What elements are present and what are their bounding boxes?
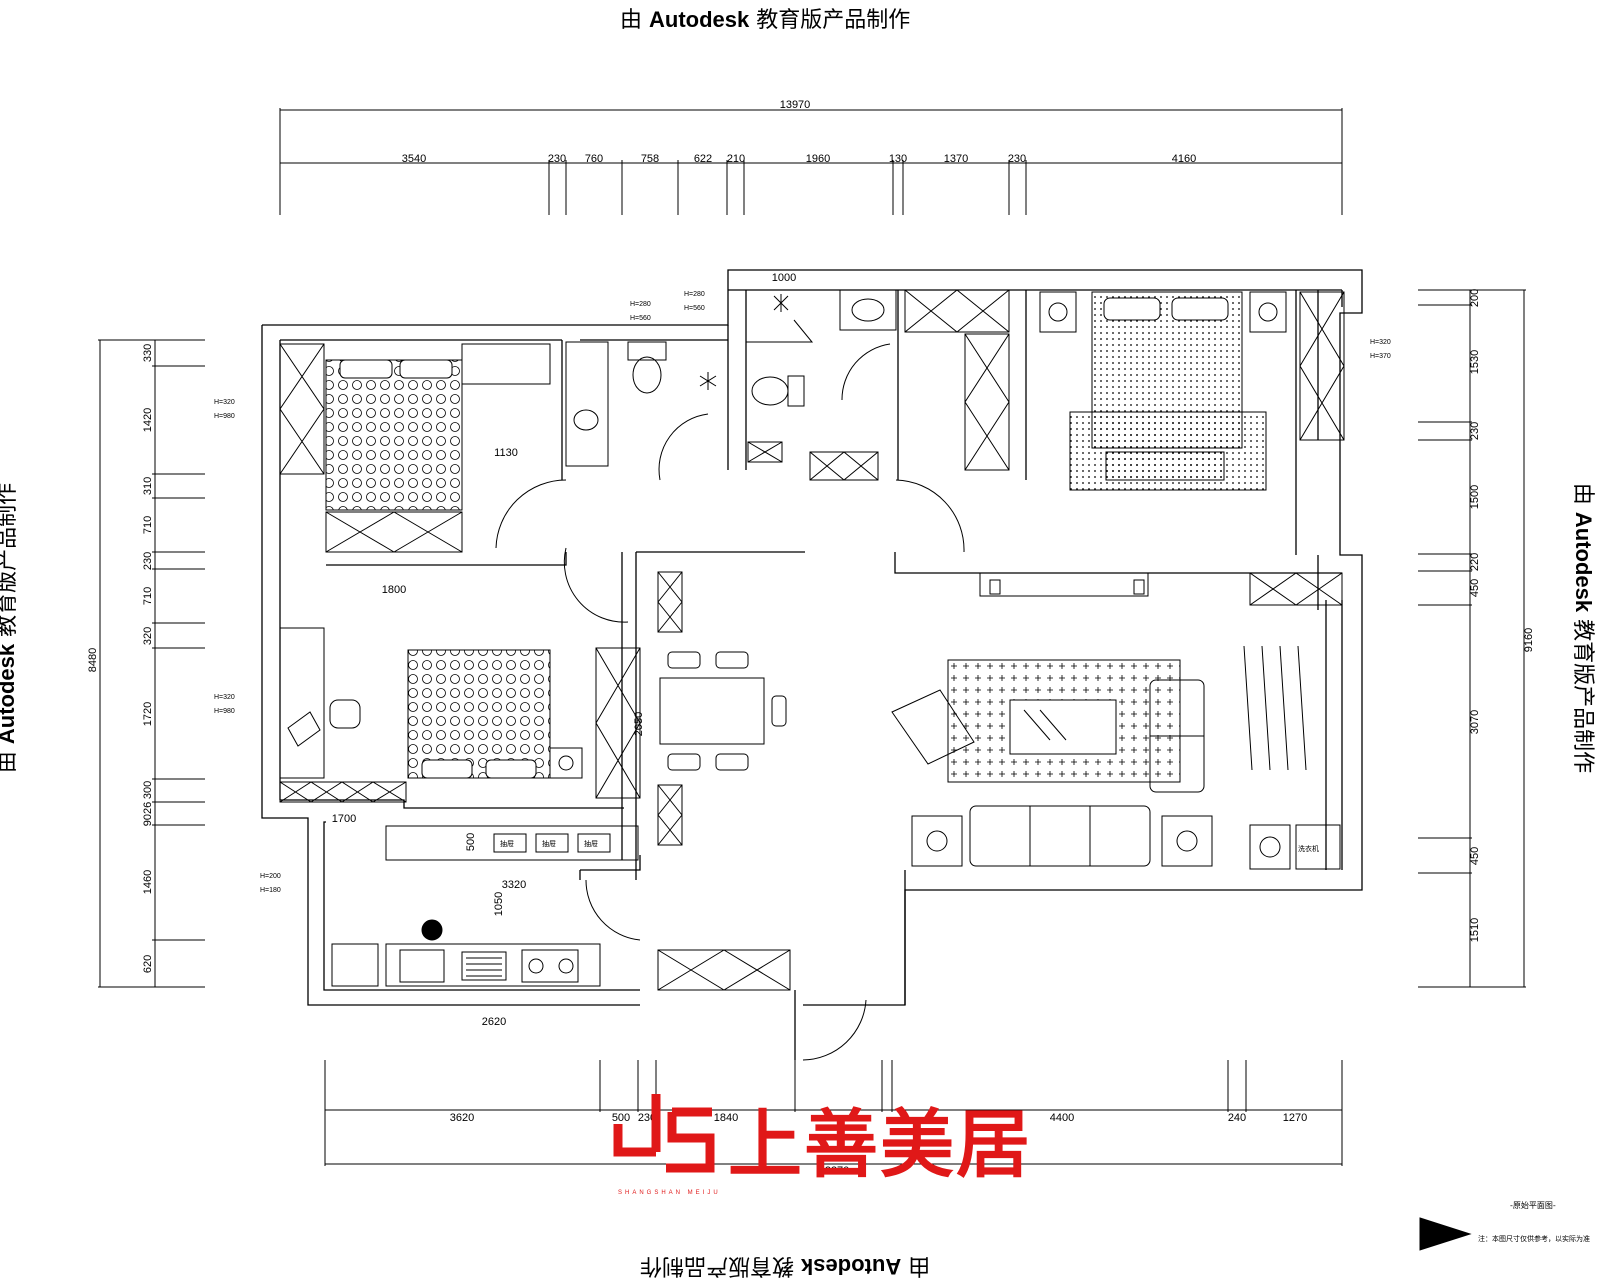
svg-text:1530: 1530 bbox=[1469, 350, 1481, 374]
watermark-top: 由 Autodesk 教育版产品制作 bbox=[620, 7, 911, 33]
svg-text:710: 710 bbox=[142, 587, 154, 605]
svg-text:1420: 1420 bbox=[142, 408, 154, 432]
top-dimensions bbox=[279, 108, 1343, 215]
svg-text:1460: 1460 bbox=[142, 870, 154, 894]
svg-text:230: 230 bbox=[1469, 422, 1481, 440]
svg-text:13970: 13970 bbox=[780, 99, 811, 111]
bathrooms bbox=[565, 289, 897, 467]
svg-text:1840: 1840 bbox=[714, 1112, 738, 1124]
svg-text:13370: 13370 bbox=[819, 1165, 850, 1177]
svg-text:620: 620 bbox=[142, 955, 154, 973]
svg-text:H=200: H=200 bbox=[260, 873, 281, 880]
north-arrow-icon bbox=[1419, 1217, 1472, 1251]
wardrobes bbox=[279, 289, 1345, 991]
svg-text:710: 710 bbox=[142, 516, 154, 534]
svg-text:9160: 9160 bbox=[1523, 628, 1535, 652]
svg-text:1720: 1720 bbox=[142, 702, 154, 726]
logo-icon bbox=[613, 1094, 715, 1173]
svg-text:320: 320 bbox=[142, 627, 154, 645]
svg-text:H=560: H=560 bbox=[630, 315, 651, 322]
svg-text:3540: 3540 bbox=[402, 153, 426, 165]
svg-text:H=180: H=180 bbox=[260, 887, 281, 894]
svg-text:1510: 1510 bbox=[1469, 918, 1481, 942]
svg-text:1800: 1800 bbox=[382, 584, 406, 596]
svg-text:H=980: H=980 bbox=[214, 413, 235, 420]
svg-text:3620: 3620 bbox=[450, 1112, 474, 1124]
svg-text:1050: 1050 bbox=[493, 892, 505, 916]
svg-text:1500: 1500 bbox=[1469, 485, 1481, 509]
svg-text:H=320: H=320 bbox=[214, 399, 235, 406]
drawing-title: -原始平面图- bbox=[1510, 1201, 1556, 1210]
svg-text:H=280: H=280 bbox=[684, 291, 705, 298]
svg-text:330: 330 bbox=[142, 344, 154, 362]
svg-text:230: 230 bbox=[1008, 153, 1026, 165]
svg-text:H=980: H=980 bbox=[214, 708, 235, 715]
svg-text:210: 210 bbox=[727, 153, 745, 165]
desk bbox=[279, 627, 361, 779]
kitchen bbox=[331, 824, 1341, 987]
svg-text:H=370: H=370 bbox=[1370, 353, 1391, 360]
bottom-dimensions bbox=[324, 1060, 1343, 1166]
svg-text:H=320: H=320 bbox=[214, 694, 235, 701]
svg-text:230: 230 bbox=[142, 552, 154, 570]
svg-text:洗衣机: 洗衣机 bbox=[1298, 844, 1319, 853]
svg-text:抽屉: 抽屉 bbox=[542, 839, 556, 848]
living-room bbox=[891, 573, 1307, 867]
right-dimensions bbox=[1418, 289, 1526, 988]
svg-text:H=280: H=280 bbox=[630, 301, 651, 308]
dining bbox=[659, 651, 787, 771]
svg-text:9026: 9026 bbox=[142, 802, 154, 826]
doors bbox=[495, 343, 965, 1061]
svg-text:500: 500 bbox=[465, 833, 477, 851]
svg-text:450: 450 bbox=[1469, 847, 1481, 865]
logo-text: 上善美居 bbox=[728, 1102, 1032, 1188]
svg-text:H=560: H=560 bbox=[684, 305, 705, 312]
svg-text:1270: 1270 bbox=[1283, 1112, 1307, 1124]
svg-text:2050: 2050 bbox=[633, 712, 645, 736]
svg-text:230: 230 bbox=[548, 153, 566, 165]
svg-text:H=320: H=320 bbox=[1370, 339, 1391, 346]
svg-text:抽屉: 抽屉 bbox=[500, 839, 514, 848]
svg-text:抽屉: 抽屉 bbox=[584, 839, 598, 848]
bed-master bbox=[1039, 291, 1287, 491]
svg-text:1960: 1960 bbox=[806, 153, 830, 165]
svg-text:3070: 3070 bbox=[1469, 710, 1481, 734]
footnote: 注：本图尺寸仅供参考，以实际为准 bbox=[1478, 1235, 1590, 1243]
svg-text:300: 300 bbox=[142, 781, 154, 799]
svg-text:450: 450 bbox=[1469, 579, 1481, 597]
svg-text:240: 240 bbox=[1228, 1112, 1246, 1124]
svg-text:2620: 2620 bbox=[482, 1016, 506, 1028]
bed-third bbox=[407, 649, 583, 779]
svg-text:8480: 8480 bbox=[87, 648, 99, 672]
svg-text:220: 220 bbox=[1469, 553, 1481, 571]
svg-text:622: 622 bbox=[694, 153, 712, 165]
logo-subtitle: SHANGSHAN MEIJU bbox=[618, 1190, 721, 1196]
svg-text:4400: 4400 bbox=[1050, 1112, 1074, 1124]
bed-second bbox=[325, 343, 551, 511]
svg-text:1000: 1000 bbox=[772, 272, 796, 284]
svg-text:3320: 3320 bbox=[502, 879, 526, 891]
dimension-labels: 13970 3540 230 760 758 622 210 1960 130 … bbox=[87, 99, 1535, 1177]
svg-text:310: 310 bbox=[142, 477, 154, 495]
svg-text:1700: 1700 bbox=[332, 813, 356, 825]
left-dimensions bbox=[98, 339, 205, 988]
svg-text:200: 200 bbox=[1469, 289, 1481, 307]
svg-text:1370: 1370 bbox=[944, 153, 968, 165]
svg-text:4160: 4160 bbox=[1172, 153, 1196, 165]
svg-text:500: 500 bbox=[612, 1112, 630, 1124]
svg-text:130: 130 bbox=[889, 153, 907, 165]
svg-text:758: 758 bbox=[641, 153, 659, 165]
svg-text:1130: 1130 bbox=[494, 447, 518, 459]
svg-text:760: 760 bbox=[585, 153, 603, 165]
